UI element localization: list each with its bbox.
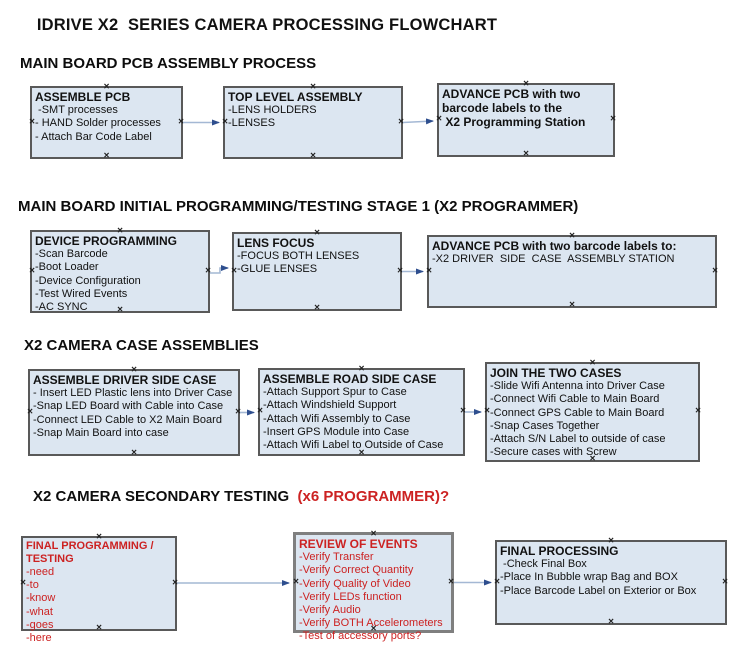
flow-box-top-level-assembly: TOP LEVEL ASSEMBLY -LENS HOLDERS -LENSES… [222, 82, 404, 162]
connection-handle-icon: × [569, 299, 575, 311]
connection-handle-icon: × [448, 576, 454, 587]
box-item: -Slide Wifi Antenna into Driver Case [490, 380, 665, 393]
connection-handle-icon: × [178, 116, 184, 127]
box-item: -Place Barcode Label on Exterior or Box [500, 584, 697, 597]
flow-box-assemble-road-side-case: ASSEMBLE ROAD SIDE CASE -Attach Support … [257, 364, 466, 458]
box-item: -goes [26, 618, 54, 631]
box-title: REVIEW OF EVENTS [299, 537, 418, 551]
box-item: -Verify Quality of Video [299, 577, 411, 590]
section-heading-case-assemblies: X2 CAMERA CASE ASSEMBLIES [24, 337, 259, 354]
flow-box-device-programming: DEVICE PROGRAMMING -Scan Barcode -Boot L… [29, 226, 211, 315]
box-item: -FOCUS BOTH LENSES [237, 250, 360, 263]
box-item: - Insert LED Plastic lens into Driver Ca… [33, 387, 233, 400]
box-item: -X2 DRIVER SIDE CASE ASSEMBLY STATION [432, 253, 675, 266]
box-item: -know [26, 592, 56, 605]
box-item: -Connect LED Cable to X2 Main Board [33, 413, 222, 426]
connection-handle-icon: × [397, 265, 403, 276]
flow-box-lens-focus: LENS FOCUS -FOCUS BOTH LENSES -GLUE LENS… [231, 228, 403, 314]
box-item: -AC SYNC [35, 300, 88, 313]
connection-handle-icon: × [131, 447, 137, 459]
box-item: -Attach Windshield Support [263, 399, 397, 412]
box-item: -GLUE LENSES [237, 263, 318, 276]
box-item: -need [26, 565, 55, 578]
box-item: -Scan Barcode [35, 248, 108, 261]
section-heading-initial-programming: MAIN BOARD INITIAL PROGRAMMING/TESTING S… [18, 198, 579, 215]
box-item: -Insert GPS Module into Case [263, 425, 410, 438]
connection-handle-icon: × [314, 302, 320, 314]
flow-box-final-programming-testing: FINAL PROGRAMMING / TESTING -need -to -k… [20, 532, 178, 644]
connection-handle-icon: × [608, 616, 614, 628]
box-item: -Connect GPS Cable to Main Board [490, 406, 665, 419]
box-item: -Snap Main Board into case [33, 426, 169, 439]
section-heading-secondary-testing: X2 CAMERA SECONDARY TESTING (x6 PROGRAMM… [33, 488, 449, 505]
box-title: ASSEMBLE DRIVER SIDE CASE [33, 373, 217, 387]
box-item: -Check Final Box [500, 558, 587, 571]
connection-handle-icon: × [235, 406, 241, 417]
connection-handle-icon: × [426, 265, 432, 276]
box-item: -Attach Support Spur to Case [263, 386, 407, 399]
box-item: -Verify Transfer [299, 551, 374, 564]
flow-box-review-of-events: REVIEW OF EVENTS -Verify Transfer -Verif… [293, 529, 454, 642]
box-item: -Boot Loader [35, 261, 99, 274]
box-title: DEVICE PROGRAMMING [35, 234, 178, 248]
box-title: LENS FOCUS [237, 236, 315, 250]
box-item: -Snap Cases Together [490, 419, 600, 432]
box-item: -Test Wired Events [35, 287, 128, 300]
connection-handle-icon: × [398, 116, 404, 127]
box-item: - Attach Bar Code Label [35, 130, 152, 143]
section-heading-pcb-assembly: MAIN BOARD PCB ASSEMBLY PROCESS [20, 55, 317, 72]
box-title: FINAL PROGRAMMING / TESTING [26, 540, 157, 565]
flow-box-assemble-pcb: ASSEMBLE PCB -SMT processes - HAND Solde… [29, 82, 184, 162]
box-item: -Test of accessory ports? [299, 630, 422, 643]
connection-handle-icon: × [172, 577, 178, 588]
box-item: -Verify Correct Quantity [299, 564, 414, 577]
box-item: -Attach Wifi Assembly to Case [263, 412, 411, 425]
box-item: -Verify Audio [299, 603, 361, 616]
connection-handle-icon: × [695, 405, 701, 417]
box-title: FINAL PROCESSING [500, 544, 619, 558]
connection-handle-icon: × [523, 148, 529, 160]
page-title: IDRIVE X2 SERIES CAMERA PROCESSING FLOWC… [36, 16, 498, 34]
box-item: -to [26, 579, 39, 592]
box-item: -here [26, 631, 52, 644]
section-heading-black-part: X2 CAMERA SECONDARY TESTING [33, 488, 298, 505]
box-item: -SMT processes [35, 104, 118, 117]
flow-box-advance-pcb-programming-station: ADVANCE PCB with two barcode labels to t… [436, 79, 616, 160]
box-title: TOP LEVEL ASSEMBLY [228, 90, 363, 104]
flow-arrow [210, 265, 229, 274]
box-item: -Secure cases with Screw [490, 446, 617, 459]
section-heading-red-part: (x6 PROGRAMMER)? [297, 488, 450, 505]
flow-box-assemble-driver-side-case: ASSEMBLE DRIVER SIDE CASE - Insert LED P… [27, 365, 241, 459]
box-item: -what [26, 605, 53, 618]
flow-arrow [402, 118, 434, 125]
box-item: -Connect Wifi Cable to Main Board [490, 393, 660, 406]
connection-handle-icon: × [460, 405, 466, 417]
connection-handle-icon: × [610, 113, 616, 125]
box-title: ADVANCE PCB with two barcode labels to: [432, 239, 677, 253]
connection-handle-icon: × [310, 150, 316, 162]
box-item: -LENSES [228, 117, 276, 130]
box-item: -Place In Bubble wrap Bag and BOX [500, 571, 678, 584]
box-title: ASSEMBLE ROAD SIDE CASE [263, 372, 437, 386]
connection-handle-icon: × [722, 576, 728, 587]
flow-box-join-the-two-cases: JOIN THE TWO CASES -Slide Wifi Antenna i… [484, 358, 701, 464]
flow-box-advance-pcb-driver-side: ADVANCE PCB with two barcode labels to: … [426, 231, 718, 311]
box-item: -Attach S/N Label to outside of case [490, 432, 666, 445]
box-item: -LENS HOLDERS [228, 104, 317, 117]
box-item: -Attach Wifi Label to Outside of Case [263, 438, 444, 451]
box-item: -Device Configuration [35, 274, 141, 287]
box-title: ADVANCE PCB with two barcode labels to t… [442, 87, 586, 130]
box-title: ASSEMBLE PCB [35, 90, 131, 104]
connection-handle-icon: × [103, 150, 110, 162]
box-title: JOIN THE TWO CASES [490, 366, 622, 380]
connection-handle-icon: × [205, 265, 211, 276]
box-item: -Verify BOTH Accelerometers [299, 617, 443, 630]
box-item: -Verify LEDs function [299, 590, 402, 603]
box-item: - HAND Solder processes [35, 117, 161, 130]
connection-handle-icon: × [712, 265, 718, 276]
flow-box-final-processing: FINAL PROCESSING -Check Final Box -Place… [494, 536, 728, 628]
box-item: -Snap LED Board with Cable into Case [33, 400, 224, 413]
